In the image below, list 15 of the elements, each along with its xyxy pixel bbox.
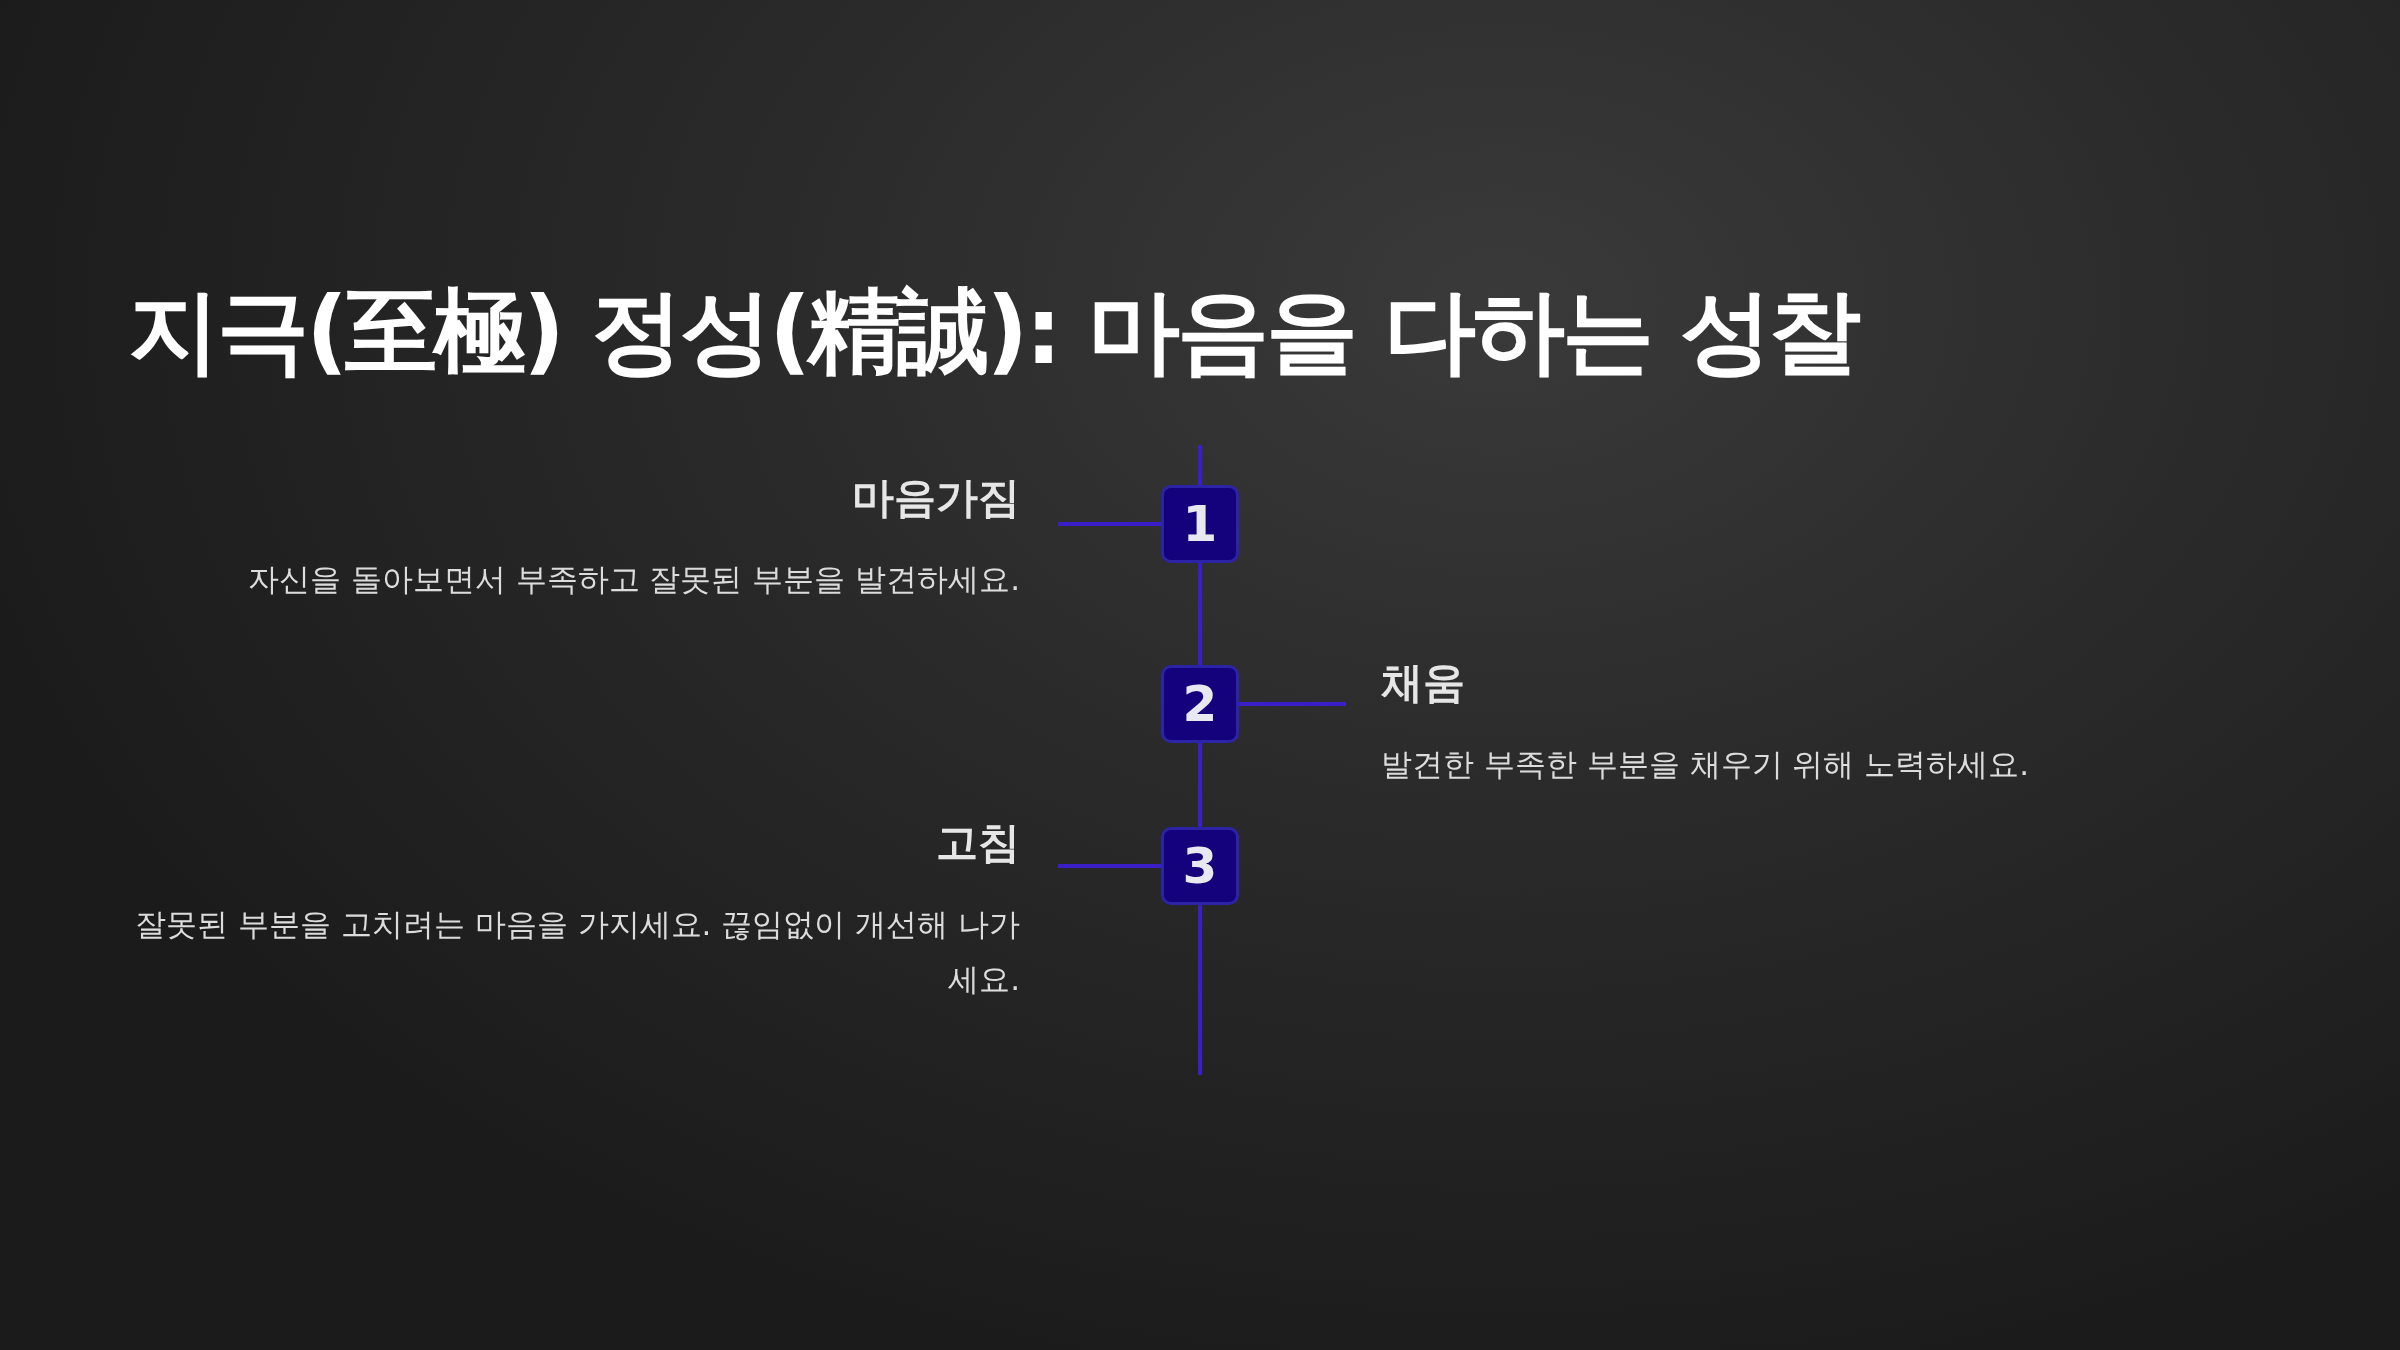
step-description: 자신을 돌아보면서 부족하고 잘못된 부분을 발견하세요. xyxy=(246,560,1020,599)
connector-line xyxy=(1239,702,1346,706)
step-number-box: 3 xyxy=(1161,827,1239,905)
connector-line xyxy=(1058,864,1161,868)
connector-line xyxy=(1058,522,1161,526)
connector-line xyxy=(1198,563,1202,665)
step-number-box: 1 xyxy=(1161,485,1239,563)
step-heading: 마음가짐 xyxy=(851,472,1020,524)
step-description: 발견한 부족한 부분을 채우기 위해 노력하세요. xyxy=(1381,745,2031,784)
step-description: 잘못된 부분을 고치려는 마음을 가지세요. 끊임없이 개선해 나가세요. xyxy=(134,905,1020,999)
connector-line xyxy=(1198,743,1202,827)
step-heading: 고침 xyxy=(935,817,1020,869)
title: 지극(至極) 정성(精誠): 마음을 다하는 성찰 xyxy=(128,277,1859,387)
step-number-box: 2 xyxy=(1161,665,1239,743)
step-heading: 채움 xyxy=(1381,657,1466,709)
